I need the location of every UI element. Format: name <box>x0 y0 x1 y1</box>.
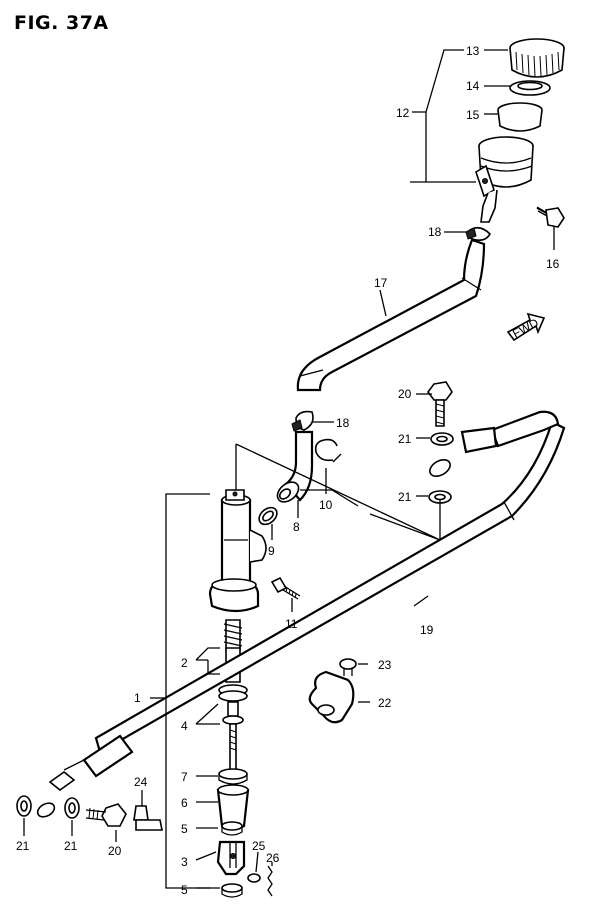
leader-lines <box>23 49 555 889</box>
cotter-pin <box>267 865 273 897</box>
reservoir-cap <box>509 38 565 78</box>
callout-18-upper: 18 <box>428 225 442 239</box>
callout-20-upper: 20 <box>398 387 412 401</box>
callout-8: 8 <box>293 520 300 534</box>
callout-13: 13 <box>466 44 480 58</box>
master-cylinder-body <box>208 489 267 613</box>
union-washer-lower-left <box>64 797 80 819</box>
callout-14: 14 <box>466 79 480 93</box>
union-washer-far-left <box>16 795 32 817</box>
callout-18-lower: 18 <box>336 416 350 430</box>
callout-21-upper: 21 <box>398 432 412 446</box>
fwd-arrow-icon: FWD <box>506 312 546 342</box>
clevis-washer <box>247 873 261 883</box>
callout-4: 4 <box>181 719 188 733</box>
reservoir-tank <box>475 136 534 223</box>
callout-5-lower: 5 <box>181 883 188 897</box>
push-rod-nut-5-upper <box>221 821 243 836</box>
callout-9: 9 <box>268 544 275 558</box>
brake-hose <box>36 410 566 818</box>
upper-hose-clamp <box>465 226 492 242</box>
reservoir-plate <box>509 80 551 96</box>
callout-22: 22 <box>378 696 392 710</box>
callout-21-lower: 21 <box>64 839 78 853</box>
reservoir-diaphragm <box>497 102 543 132</box>
guide-screw <box>339 658 357 676</box>
bleed-bolt <box>133 805 163 831</box>
push-rod-nut-7 <box>218 768 248 785</box>
joint-circlip <box>314 438 342 463</box>
callout-20-lower: 20 <box>108 844 122 858</box>
union-washer-upper <box>430 432 454 446</box>
hose-guide <box>308 670 355 724</box>
clevis <box>216 840 246 876</box>
callout-7: 7 <box>181 770 188 784</box>
reservoir-bolt <box>536 206 565 228</box>
callout-2: 2 <box>181 656 188 670</box>
lower-hose-clamp <box>291 410 314 432</box>
callout-24: 24 <box>134 775 148 789</box>
callout-6: 6 <box>181 796 188 810</box>
callout-1: 1 <box>134 691 141 705</box>
callout-11: 11 <box>285 617 298 631</box>
callout-19: 19 <box>420 623 434 637</box>
callout-23: 23 <box>378 658 392 672</box>
piston-spring <box>223 619 243 651</box>
callout-12: 12 <box>396 106 410 120</box>
callout-21-mid: 21 <box>398 490 412 504</box>
joint-o-ring <box>258 506 278 526</box>
figure-title: FIG. 37A <box>14 12 109 34</box>
push-rod-boot <box>216 784 250 831</box>
callout-labels: 13 14 12 15 18 16 17 18 20 21 21 10 8 9 … <box>16 44 560 897</box>
callout-15: 15 <box>466 108 480 122</box>
push-rod-nut-5-lower <box>221 883 243 898</box>
callout-26: 26 <box>266 851 280 865</box>
hose-joint <box>276 430 314 503</box>
callout-3: 3 <box>181 855 188 869</box>
callout-25: 25 <box>252 839 266 853</box>
mounting-bolt <box>270 576 301 600</box>
union-bolt-lower <box>85 803 127 827</box>
callout-10: 10 <box>319 498 333 512</box>
callout-5-upper: 5 <box>181 822 188 836</box>
reservoir-hose <box>296 238 486 392</box>
union-bolt-upper <box>427 381 453 427</box>
callout-17: 17 <box>374 276 388 290</box>
push-rod <box>222 701 244 771</box>
callout-21-far-left: 21 <box>16 839 30 853</box>
callout-16: 16 <box>546 257 560 271</box>
